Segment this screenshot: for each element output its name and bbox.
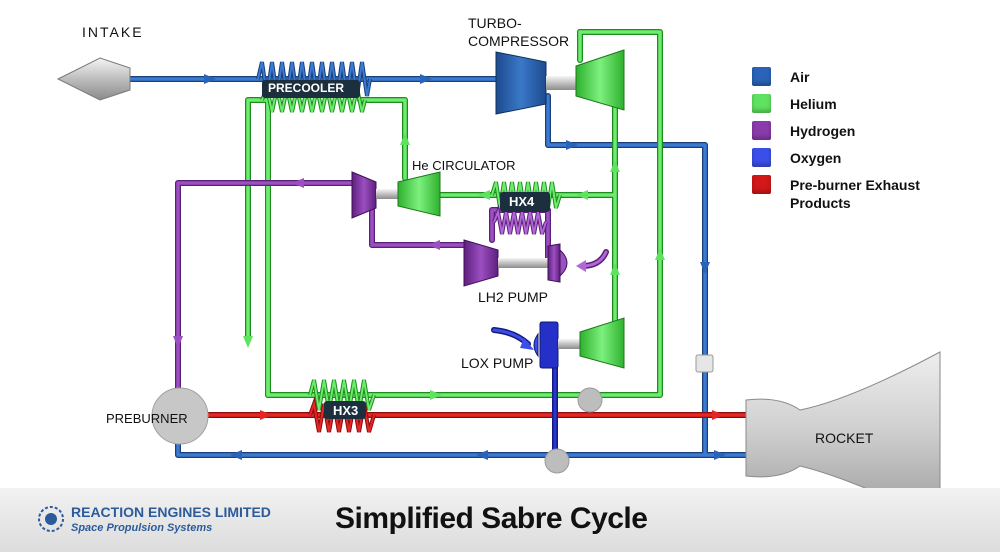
company-tagline: Space Propulsion Systems	[71, 522, 213, 534]
flow-arrows	[173, 74, 726, 460]
turbo-compressor-label: TURBO- COMPRESSOR	[468, 15, 570, 49]
hx3	[308, 379, 376, 433]
lh2-pump-label: LH2 PUMP	[478, 289, 549, 305]
legend-item-hydrogen: Hydrogen	[752, 118, 992, 145]
precooler-hx	[256, 61, 372, 113]
hx4	[490, 181, 562, 235]
lh2-pump-group	[463, 239, 568, 287]
junction-nodes	[544, 354, 714, 474]
legend-swatch	[752, 67, 771, 86]
legend-label: Oxygen	[790, 150, 842, 166]
turbo-compressor	[495, 49, 625, 115]
he-circulator-label: He CIRCULATOR	[412, 158, 516, 173]
legend-swatch	[752, 94, 771, 113]
hx3-label: HX3	[333, 403, 359, 418]
legend-item-oxygen: Oxygen	[752, 145, 992, 172]
lox-pump-group	[533, 317, 625, 369]
diagram-title: Simplified Sabre Cycle	[335, 502, 648, 535]
legend-label: Air	[790, 69, 810, 85]
legend: Air Helium Hydrogen Oxygen Pre-burner Ex…	[752, 64, 992, 211]
company-name: REACTION ENGINES LIMITED	[71, 504, 271, 520]
he-circulator	[351, 171, 441, 219]
company-logo-icon	[38, 506, 64, 532]
intake-cone	[56, 57, 131, 101]
helium-lines	[245, 29, 663, 398]
lox-pump-label: LOX PUMP	[461, 355, 534, 371]
legend-swatch	[752, 175, 771, 194]
legend-item-helium: Helium	[752, 91, 992, 118]
legend-swatch	[752, 121, 771, 140]
preburner	[151, 387, 209, 445]
footer-bar: REACTION ENGINES LIMITED Space Propulsio…	[0, 488, 1000, 552]
legend-item-air: Air	[752, 64, 992, 91]
rocket-label: ROCKET	[815, 430, 874, 446]
hx4-label: HX4	[509, 194, 535, 209]
legend-item-exhaust: Pre-burner Exhaust Products	[752, 172, 992, 211]
legend-swatch	[752, 148, 771, 167]
preburner-label: PREBURNER	[106, 411, 188, 426]
legend-label: Pre-burner Exhaust Products	[790, 177, 920, 211]
intake-label: INTAKE	[82, 24, 144, 40]
legend-label: Hydrogen	[790, 123, 856, 139]
legend-label: Helium	[790, 96, 837, 112]
precooler-label: PRECOOLER	[268, 81, 345, 95]
